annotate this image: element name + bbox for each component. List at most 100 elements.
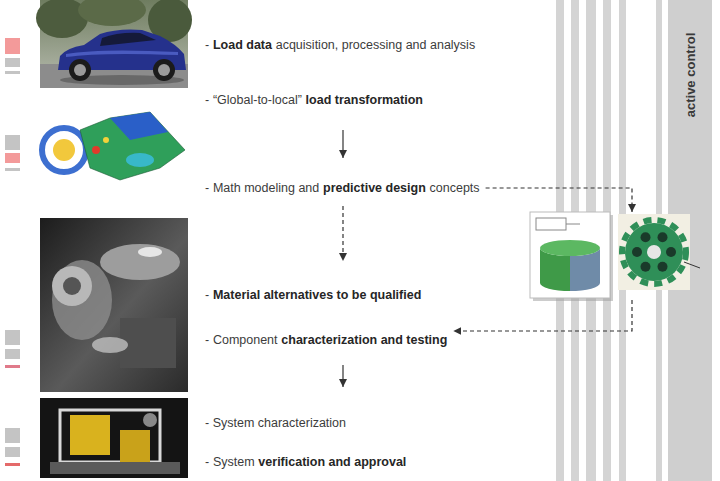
step-text: predictive design <box>323 181 426 195</box>
gear-image <box>622 220 686 284</box>
car-photo <box>153 59 175 81</box>
step-text: Component <box>213 333 278 347</box>
flow-arrow <box>342 365 343 387</box>
fem-model-image <box>80 112 185 180</box>
gear-image <box>684 262 700 268</box>
component-photo <box>120 318 176 368</box>
gear-image <box>641 262 651 272</box>
step-text: Material alternatives to be qualified <box>213 288 421 302</box>
gear-image <box>625 223 683 281</box>
step-item: - System characterization <box>205 413 346 433</box>
step-text: load transformation <box>306 93 423 107</box>
step-item: -Load data acquisition, processing and an… <box>205 35 475 55</box>
component-photo <box>52 266 92 306</box>
component-photo <box>40 218 188 392</box>
gear-image <box>666 247 676 257</box>
step-text: acquisition, processing and analysis <box>276 38 475 52</box>
step-item: -Systemverification and approval <box>205 452 406 472</box>
band-label: active control <box>683 33 698 118</box>
component-photo <box>138 247 162 257</box>
gear-image <box>618 214 700 290</box>
indicator-marks <box>5 463 20 466</box>
component-photo <box>100 244 180 280</box>
step-item: -Math modeling and predictive design conce… <box>205 178 480 198</box>
step-text: concepts <box>430 181 480 195</box>
fem-model-image <box>103 137 109 143</box>
step-text: - <box>205 181 209 195</box>
step-text: verification and approval <box>258 455 406 469</box>
fem-model-image <box>92 146 100 154</box>
component-photo <box>52 260 112 340</box>
step-item: -“Global-to-local” load transformation <box>205 90 423 110</box>
step-text: - <box>205 455 209 469</box>
actuator-image <box>530 212 613 301</box>
indicator-marks <box>5 153 20 163</box>
indicator-marks <box>5 349 20 359</box>
test-rig-photo <box>40 398 188 478</box>
indicator-marks <box>5 168 20 171</box>
step-text: - <box>205 38 209 52</box>
car-photo <box>74 64 86 76</box>
actuator-image <box>540 240 600 256</box>
dashed-arrow <box>486 188 632 212</box>
gear-image <box>618 214 690 290</box>
car-photo <box>66 50 178 57</box>
car-photo <box>100 33 156 46</box>
component-photo <box>92 337 128 353</box>
car-photo <box>158 64 170 76</box>
step-text: - System characterization <box>205 416 346 430</box>
car-photo <box>78 0 146 26</box>
gear-image <box>632 247 642 257</box>
flow-arrow <box>342 130 343 158</box>
fem-model-image <box>40 100 188 190</box>
actuator-image <box>530 212 610 298</box>
dashed-arrow <box>453 300 632 331</box>
test-rig-photo <box>40 398 188 478</box>
indicator-marks <box>5 447 20 457</box>
fem-model-image <box>40 100 188 190</box>
gear-image <box>647 245 661 259</box>
step-text: characterization and testing <box>281 333 447 347</box>
dashed-arrow <box>342 206 343 261</box>
step-item: -Material alternatives to be qualified <box>205 285 421 305</box>
test-rig-photo <box>143 413 157 427</box>
step-text: Load data <box>213 38 272 52</box>
step-text: Math modeling and <box>213 181 319 195</box>
step-item: -Componentcharacterization and testing <box>205 330 447 350</box>
actuator-image <box>536 218 566 230</box>
test-rig-photo <box>50 462 180 474</box>
indicator-marks <box>5 428 20 443</box>
fem-model-image <box>126 153 154 167</box>
component-photo <box>40 218 188 392</box>
indicator-marks <box>5 38 20 466</box>
test-rig-photo <box>120 430 150 462</box>
gear-image <box>658 232 668 242</box>
test-rig-photo <box>70 415 110 455</box>
fem-model-image <box>42 128 86 172</box>
car-photo <box>36 0 192 88</box>
step-text: - <box>205 288 209 302</box>
component-photo <box>63 277 81 295</box>
step-text: “Global-to-local” <box>213 93 302 107</box>
actuator-image <box>566 224 580 225</box>
car-photo <box>69 59 91 81</box>
fem-model-image <box>110 112 168 140</box>
step-text: System <box>213 455 255 469</box>
gear-image <box>658 262 668 272</box>
indicator-marks <box>5 71 20 74</box>
indicator-marks <box>5 330 20 345</box>
fem-model-image <box>53 139 75 161</box>
gear-image <box>641 232 651 242</box>
indicator-marks <box>5 58 20 67</box>
step-text: - <box>205 93 209 107</box>
indicator-marks <box>5 135 20 150</box>
step-text: - <box>205 333 209 347</box>
test-rig-photo <box>60 410 160 462</box>
indicator-marks <box>5 365 20 368</box>
control-band: active control <box>632 0 716 481</box>
indicator-marks <box>5 38 20 54</box>
